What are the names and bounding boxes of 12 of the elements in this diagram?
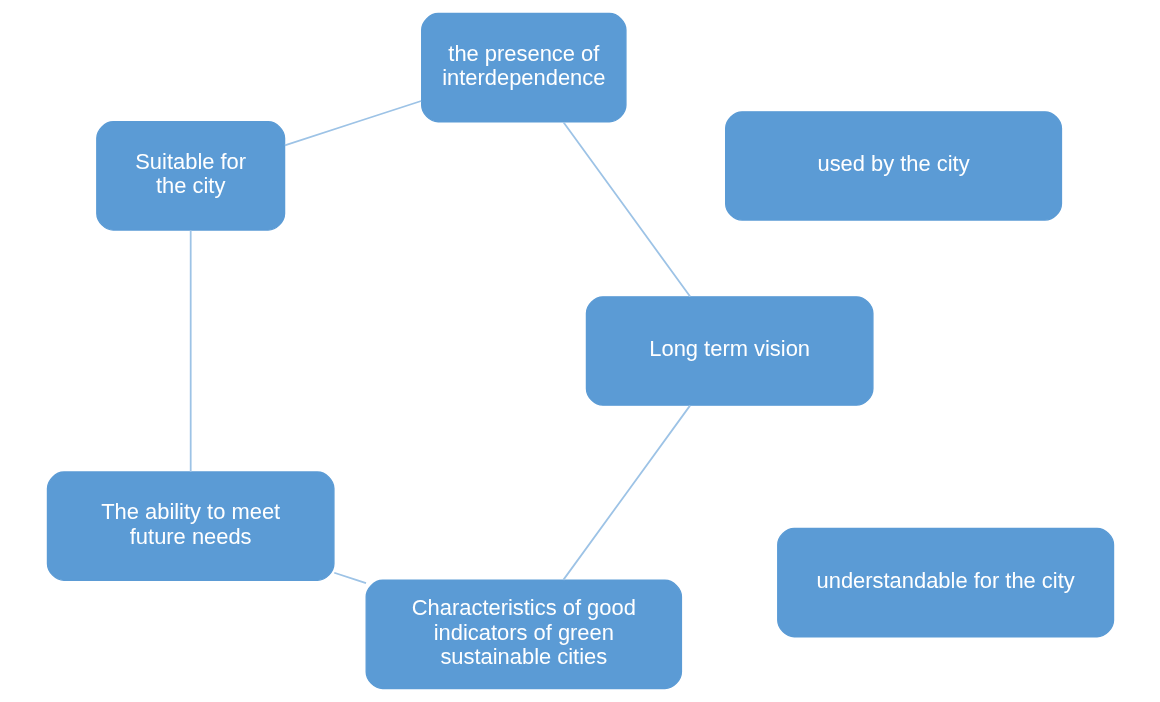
connector: [562, 404, 691, 581]
node-box: understandable for the city: [776, 527, 1114, 638]
node-box: used by the city: [724, 111, 1062, 221]
connector: [189, 229, 192, 473]
node-box: The ability to meet future needs: [46, 471, 335, 581]
node-box: Characteristics of good indicators of green sustainable cities: [365, 579, 682, 690]
connector: [562, 121, 691, 298]
node-box: Suitable for the city: [95, 121, 285, 231]
connector: [283, 100, 422, 147]
connector: [332, 571, 367, 584]
node-box: the presence of interdependence: [420, 12, 627, 123]
node-box: Long term vision: [585, 296, 874, 406]
